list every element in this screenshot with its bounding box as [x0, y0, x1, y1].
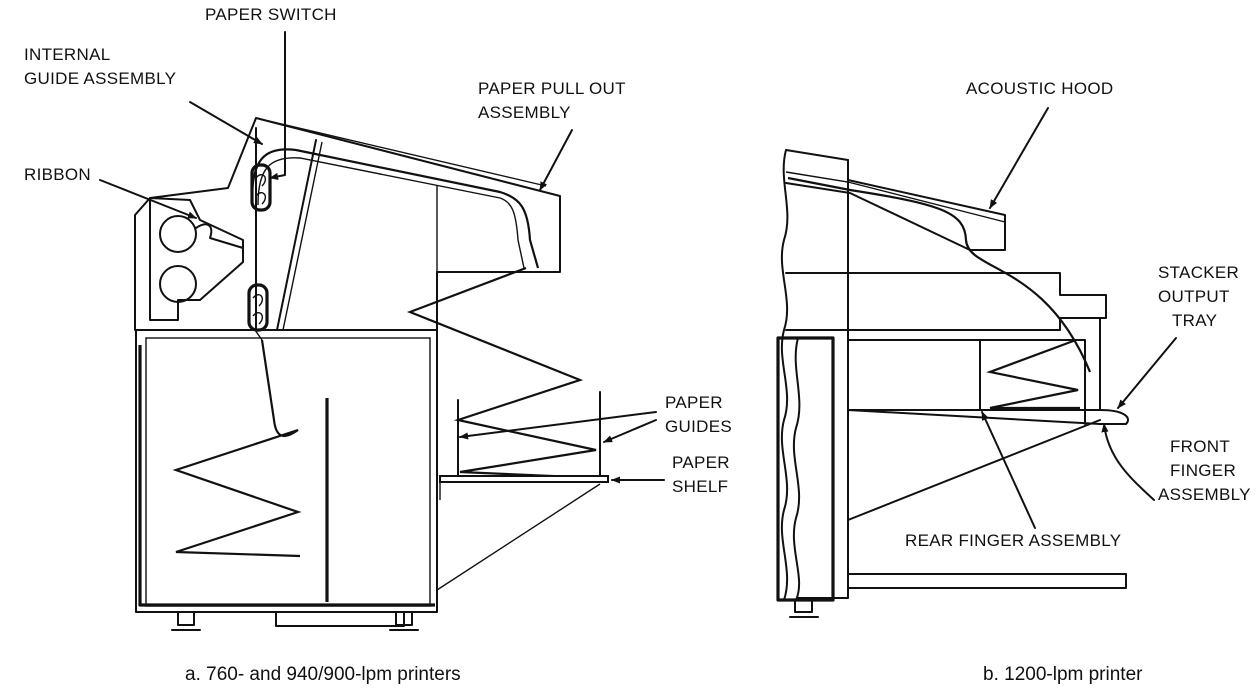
label-ribbon: RIBBON: [24, 165, 91, 184]
lower-tractor: [247, 283, 269, 332]
arrow-pull-out: [539, 129, 573, 191]
lower-cabinet: [135, 329, 438, 613]
arrow-guides-left: [459, 411, 657, 440]
acoustic-hood: [785, 149, 1006, 251]
panel-a-printer: [134, 117, 609, 631]
label-rear-finger: REAR FINGER ASSEMBLY: [905, 531, 1121, 550]
paper-pull-out-stack: [406, 266, 599, 480]
stacker-output-tray: [847, 409, 1129, 425]
arrow-ribbon: [99, 179, 197, 219]
arrow-front-finger: [1101, 423, 1155, 501]
label-front-finger-3: ASSEMBLY: [1158, 485, 1251, 504]
ribbon-housing: [149, 197, 244, 321]
panel-b-printer: [776, 149, 1129, 618]
caption-a: a. 760- and 940/900-lpm printers: [185, 664, 461, 685]
internal-guide-path: [250, 148, 540, 269]
paper-stack-cabinet: [172, 339, 302, 558]
foot-b: [789, 599, 819, 618]
paper-stack-stacker: [986, 338, 1080, 410]
upper-housing: [134, 117, 561, 331]
arrow-acoustic-hood: [989, 107, 1049, 209]
label-guides-2: GUIDES: [665, 417, 732, 436]
arrow-rear-finger: [981, 411, 1036, 529]
label-pull-out-2: ASSEMBLY: [478, 103, 571, 122]
label-internal-guide-1: INTERNAL: [24, 45, 110, 64]
label-shelf-1: PAPER: [672, 453, 730, 472]
label-paper-switch: PAPER SWITCH: [205, 5, 337, 24]
arrow-guides-right: [603, 419, 657, 443]
label-shelf-2: SHELF: [672, 477, 728, 496]
label-stacker-3: TRAY: [1172, 311, 1217, 330]
label-guides-1: PAPER: [665, 393, 723, 412]
ribbon-spool-lower: [159, 265, 197, 303]
arrow-stacker: [1117, 337, 1177, 409]
paper-shelf: [439, 475, 609, 483]
label-front-finger-2: FINGER: [1170, 461, 1236, 480]
foot-left: [171, 611, 201, 631]
arrow-internal-guide: [189, 101, 263, 145]
label-front-finger-1: FRONT: [1170, 437, 1230, 456]
label-acoustic-hood: ACOUSTIC HOOD: [966, 79, 1113, 98]
label-internal-guide-2: GUIDE ASSEMBLY: [24, 69, 176, 88]
label-pull-out-1: PAPER PULL OUT: [478, 79, 626, 98]
arrow-paper-switch: [269, 31, 286, 180]
caption-b: b. 1200-lpm printer: [983, 664, 1143, 685]
label-stacker-1: STACKER: [1158, 263, 1239, 282]
ribbon-spool-upper: [159, 215, 197, 253]
label-stacker-2: OUTPUT: [1158, 287, 1230, 306]
